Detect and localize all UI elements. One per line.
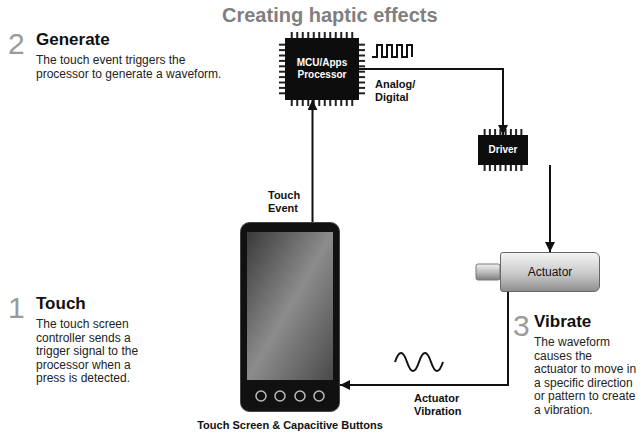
square-wave <box>372 45 412 57</box>
chip-pin <box>359 49 365 51</box>
actuator-body: Actuator <box>500 252 600 292</box>
chip-pin <box>359 44 365 46</box>
step-heading: Generate <box>36 30 110 50</box>
chip-pin <box>302 100 304 106</box>
chip-pin <box>359 87 365 89</box>
chip-pin <box>359 76 365 78</box>
step-text: The waveform causes the actuator to move… <box>534 336 638 417</box>
touch-screen-phone: Touch Screen & Capacitive Buttons <box>240 222 340 412</box>
chip-pin <box>489 165 491 171</box>
edge-label: Actuator Vibration <box>412 391 463 419</box>
step-number: 3 <box>513 310 530 342</box>
chip-pin <box>520 165 522 171</box>
chip-pin <box>324 100 326 106</box>
chip-pin <box>329 100 331 106</box>
flow-arrow <box>340 292 508 385</box>
chip-pin <box>296 100 298 106</box>
node-text: MCU/Apps Processor <box>288 57 356 81</box>
chip-pin <box>291 100 293 106</box>
chip-pin <box>505 165 507 171</box>
actuator-shaft <box>476 264 500 280</box>
chip-pin <box>318 100 320 106</box>
step-text: The touch screen controller sends a trig… <box>36 318 161 386</box>
driver-chip: Driver <box>478 135 528 165</box>
node-text: Driver <box>489 144 518 156</box>
flow-arrow <box>549 165 551 252</box>
chip-pin <box>335 100 337 106</box>
flow-arrow <box>359 69 503 135</box>
chip-pin <box>307 100 309 106</box>
step-number: 2 <box>8 28 25 60</box>
chip-pin <box>346 100 348 106</box>
chip-pin <box>359 60 365 62</box>
flow-arrow <box>312 100 314 222</box>
chip-pin <box>359 65 365 67</box>
node-text: Touch Screen & Capacitive Buttons <box>197 419 383 431</box>
diagram-title: Creating haptic effects <box>222 4 438 27</box>
phone-illustration <box>240 222 340 412</box>
step-text: The touch event triggers the processor t… <box>36 54 236 81</box>
node-text: Actuator <box>528 265 573 279</box>
chip-pin <box>340 100 342 106</box>
chip-pin <box>510 165 512 171</box>
chip-pin <box>359 55 365 57</box>
chip-pin <box>515 165 517 171</box>
edge-label: Touch Event <box>266 188 302 216</box>
processor-chip: MCU/Apps Processor <box>285 38 359 100</box>
step-number: 1 <box>8 292 25 324</box>
chip-pin <box>359 82 365 84</box>
chip-pin <box>359 92 365 94</box>
sine-wave <box>395 353 443 371</box>
chip-pin <box>494 165 496 171</box>
chip-pin <box>351 100 353 106</box>
chip-pin <box>499 165 501 171</box>
chip-pin <box>484 165 486 171</box>
edge-label: Analog/ Digital <box>373 77 417 105</box>
step-heading: Vibrate <box>534 312 591 332</box>
chip-pin <box>359 71 365 73</box>
step-heading: Touch <box>36 294 86 314</box>
